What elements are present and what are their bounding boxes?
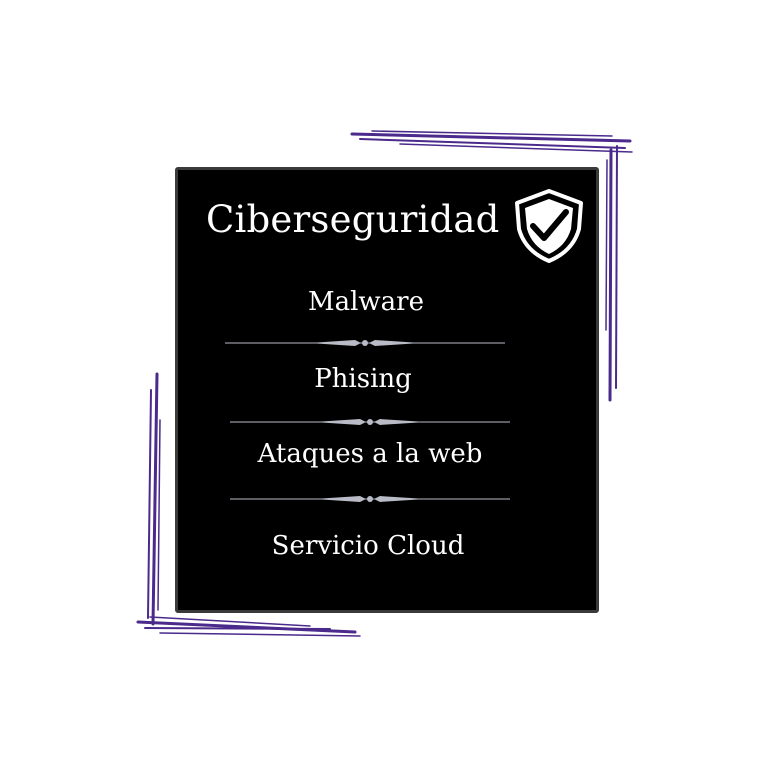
- topic-item: Malware: [307, 287, 424, 317]
- ornamental-divider: [230, 419, 510, 425]
- ornamental-divider: [225, 340, 505, 346]
- ornamental-divider: [230, 496, 510, 502]
- card-title: Ciberseguridad: [206, 198, 500, 241]
- topic-item: Phising: [314, 364, 412, 394]
- shield-check-icon: [515, 189, 583, 263]
- topics-card: Ciberseguridad Malware Phising Ataques a…: [175, 167, 599, 613]
- topic-item: Ataques a la web: [257, 439, 483, 469]
- topic-item: Servicio Cloud: [271, 531, 465, 561]
